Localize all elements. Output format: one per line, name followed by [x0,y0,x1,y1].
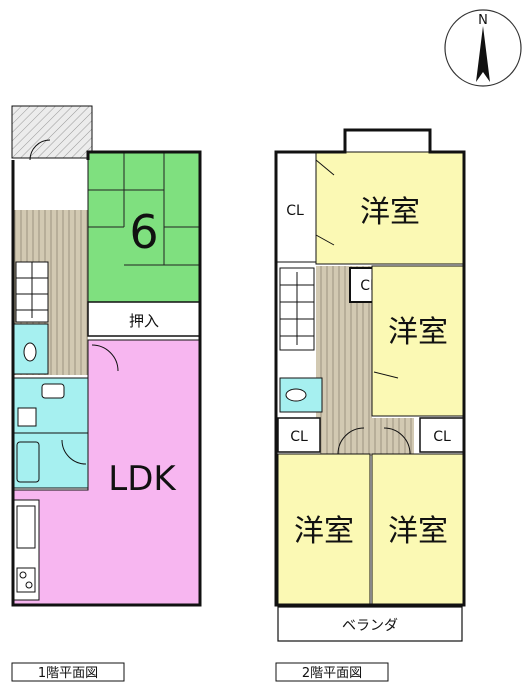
door-arc [315,159,335,246]
youshitsu-bottom-left-label: 洋室 [294,514,354,549]
oshiire-closet [87,301,201,337]
veranda [277,606,463,642]
floor2-closet-left [277,417,321,453]
north-arrow-icon [476,26,490,82]
youshitsu-mid [371,265,465,417]
door-arc [373,371,399,379]
ldk-label: LDK [108,459,177,499]
oshiire-label: 押入 [129,312,159,330]
floor2-caption-text: 2階平面図 [302,666,362,681]
youshitsu-top-label: 洋室 [360,195,420,230]
floor1-plan: 6 押入 LDK [11,105,202,607]
tatami-room-size-label: 6 [129,205,158,259]
compass: N [444,9,522,87]
toilet-icon [285,388,307,402]
floor1-caption: 1階平面図 [11,662,125,682]
floor2-outer-wall [274,128,466,607]
tatami-mat-lines [88,152,200,266]
veranda-label: ベランダ [342,618,398,634]
kitchen-sink-icon [16,505,36,549]
youshitsu-bottom-right-label: 洋室 [388,514,448,549]
floor2-closet-right [419,417,465,453]
floor1-stairs [15,261,49,323]
bay-window [344,129,431,153]
washing-machine-icon [17,407,37,427]
sink-icon [41,383,65,399]
stove-icon [16,567,36,593]
door-arc [61,439,87,465]
genkan [13,160,88,210]
compass-north-label: N [478,13,488,28]
youshitsu-bottom-left [277,453,371,605]
closet-top-label: CL [286,203,304,219]
bathtub-icon [16,441,40,483]
youshitsu-top [315,151,465,265]
door-arc [383,427,411,455]
entrance-porch [11,105,93,159]
door-arc [337,427,365,455]
door-arc [29,139,51,161]
door-arc [91,344,119,372]
floor2-closet-top [275,151,317,263]
floor1-caption-text: 1階平面図 [38,666,98,681]
closet-right-label: CL [433,429,451,445]
floor2-hall-lower [320,418,414,456]
floor2-caption: 2階平面図 [275,662,389,682]
floor2-stairs [279,267,315,351]
closet-left-label: CL [290,429,308,445]
toilet-icon [23,342,37,362]
youshitsu-mid-label: 洋室 [388,315,448,350]
floor1-outer-wall [11,150,202,607]
floor2-plan: CL 洋室 CL 洋室 CL CL 洋室 洋室 [274,128,466,642]
